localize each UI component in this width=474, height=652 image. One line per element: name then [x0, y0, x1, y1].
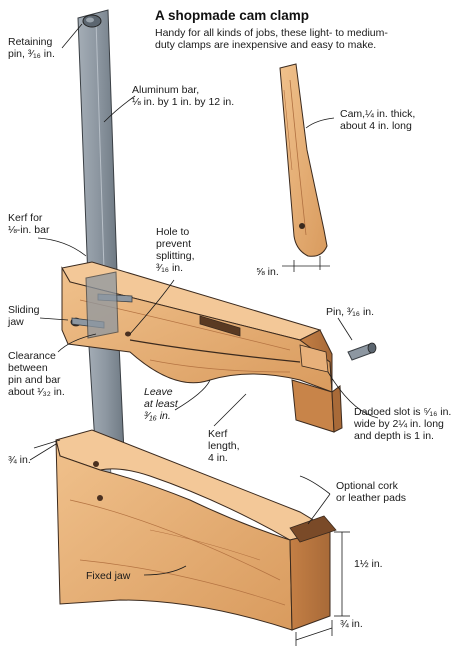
label-retaining-pin: Retaining pin, ³⁄₁₆ in. — [8, 36, 55, 60]
fixed-jaw — [55, 429, 337, 631]
label-fixed-jaw: Fixed jaw — [86, 570, 131, 582]
label-leave-at-least: Leave at least ³⁄₁₆ in. — [144, 386, 178, 422]
label-pin: Pin, ³⁄₁₆ in. — [326, 306, 375, 318]
label-cam: Cam,¼ in. thick, about 4 in. long — [340, 108, 416, 132]
label-one-and-half: 1½ in. — [354, 558, 383, 570]
retaining-pin — [82, 14, 102, 28]
label-kerf-length: Kerf length, 4 in. — [208, 428, 240, 464]
diagram-title: A shopmade cam clamp — [155, 8, 310, 23]
aluminum-bar — [77, 9, 125, 515]
label-three-quarter-left: ¾ in. — [8, 454, 31, 466]
label-clearance: Clearance between pin and bar about ¹⁄₃₂… — [8, 350, 65, 398]
cam — [279, 63, 330, 272]
pin — [347, 342, 377, 361]
label-cam-width: ⅝ in. — [256, 266, 279, 278]
label-kerf-for-bar: Kerf for ⅛-in. bar — [8, 212, 50, 236]
label-dadoed-slot: Dadoed slot is ⁵⁄₁₆ in. wide by 2¼ in. l… — [354, 406, 452, 442]
label-sliding-jaw: Sliding jaw — [8, 304, 40, 328]
leader-lines — [29, 23, 379, 646]
label-hole-to-prevent: Hole to prevent splitting, ³⁄₁₆ in. — [156, 226, 195, 274]
label-three-quarter-bottom: ¾ in. — [340, 618, 363, 630]
label-aluminum-bar: Aluminum bar, ⅛ in. by 1 in. by 12 in. — [132, 84, 235, 108]
label-optional-pads: Optional cork or leather pads — [336, 480, 407, 504]
diagram-description: Handy for all kinds of jobs, these light… — [155, 27, 388, 51]
